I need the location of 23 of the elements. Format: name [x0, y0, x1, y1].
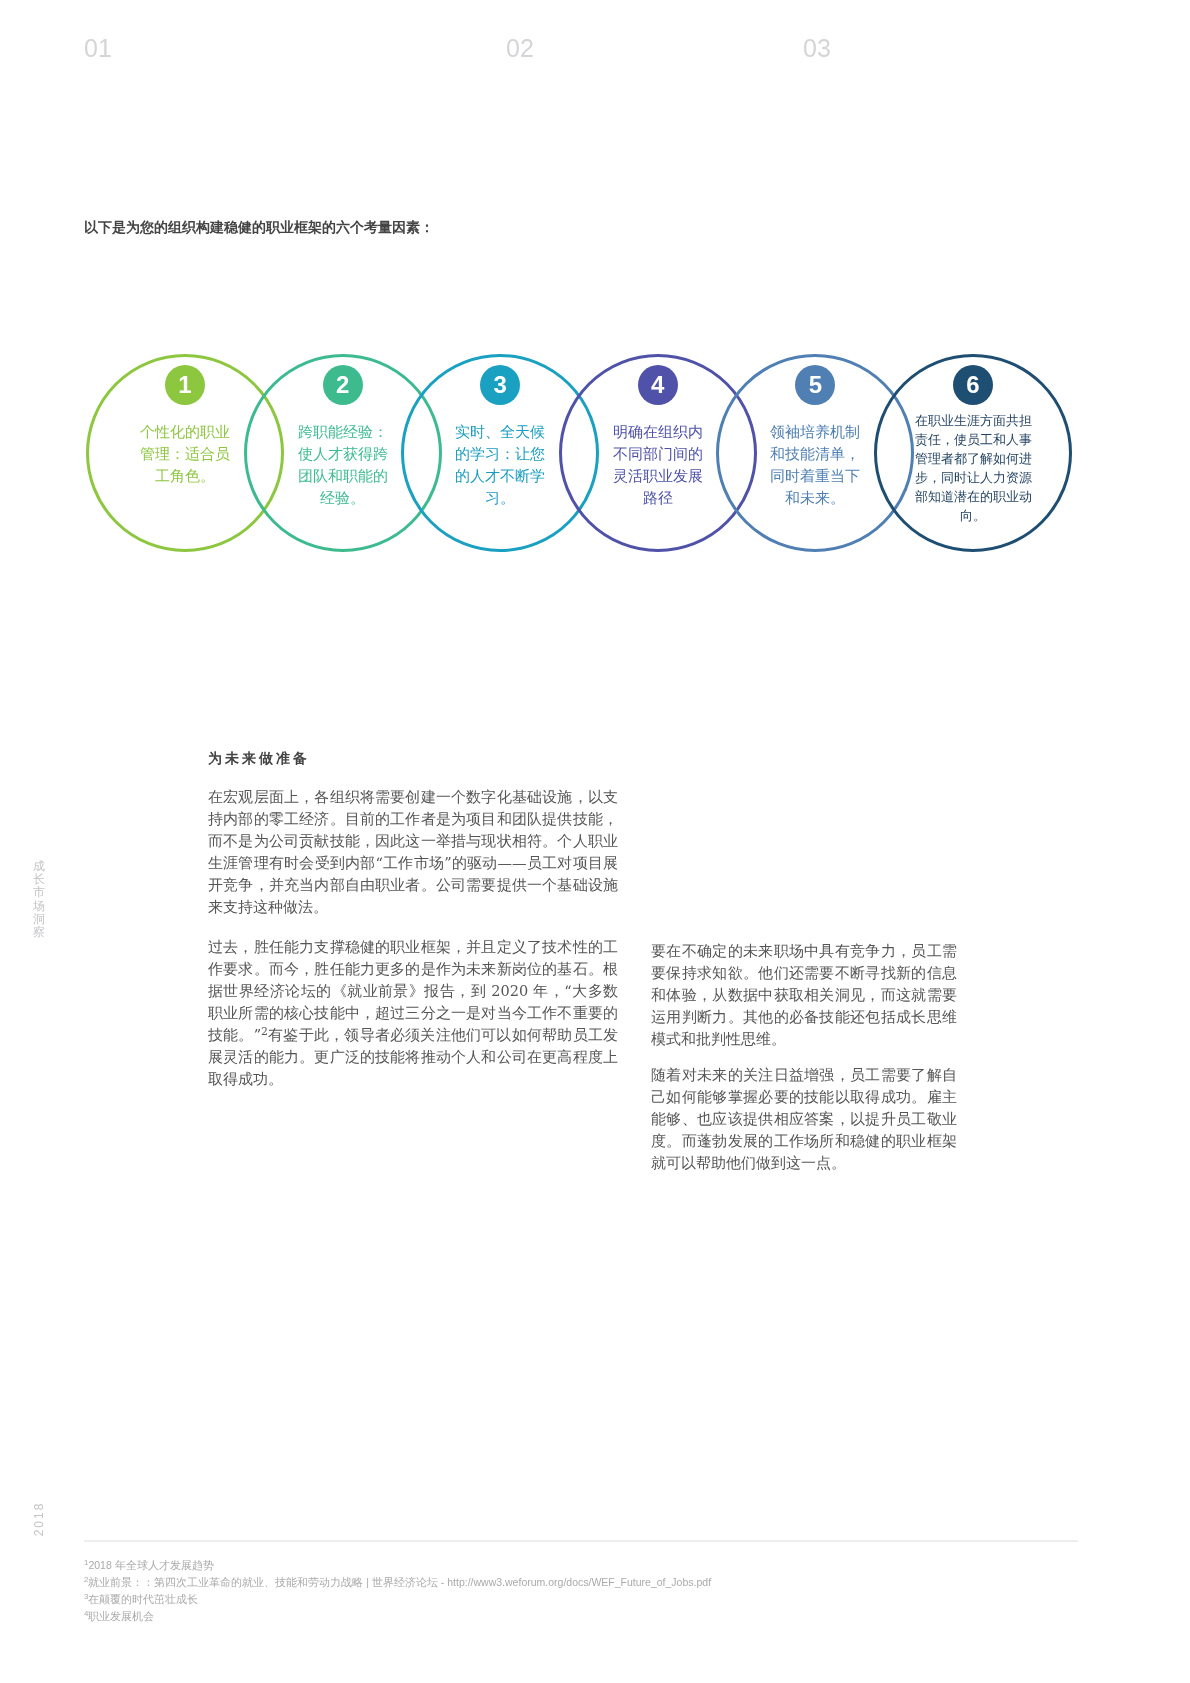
footnote: $^{2}$就业前景：：第四次工业革命的就业、技能和劳动力战略 | 世界经济论坛 - http://www3.weforum.org/docs/WEF_Future_of_Jobs.pdf — [84, 1575, 713, 1590]
footnote: $^{3}$在颠覆的时代茁壮成长 — [84, 1592, 200, 1607]
step-text: 实时、全天候的学习：让您的人才不断学习。 — [454, 422, 547, 509]
step-number-badge: 3 — [480, 365, 521, 405]
step-text: 跨职能经验：使人才获得跨团队和职能的经验。 — [296, 422, 389, 509]
step-number-badge: 2 — [322, 365, 363, 405]
step-number-badge: 1 — [165, 365, 205, 405]
step-text: 领袖培养机制和技能清单，同时着重当下和未来。 — [769, 422, 862, 509]
step-text: 个性化的职业管理：适合员工角色。 — [139, 422, 231, 487]
footnote: $^{1}$2018 年全球人才发展趋势 — [84, 1558, 215, 1573]
step-number-badge: 6 — [953, 365, 993, 405]
step-text: 明确在组织内不同部门间的灵活职业发展路径 — [611, 422, 704, 509]
step-text: 在职业生涯方面共担责任，使员工和人事管理者都了解如何进步，同时让人力资源部知道潜在的职业动向。 — [913, 412, 1033, 525]
side-year: 2018 — [31, 1501, 48, 1537]
intro-text: 以下是为您的组织构建稳健的职业框架的六个考量因素： — [84, 218, 434, 237]
step-number-badge: 5 — [795, 365, 836, 405]
body-paragraph: 在宏观层面上，各组织将需要创建一个数字化基础设施，以支持内部的零工经济。目前的工作者是为项目和团队提供技能，而不是为公司贡献技能，因此这一举措与现状相符。个人职业生涯管理有时会受到内部“工作市场”的驱动——员工对项目展开竞争，并充当内部自由职业者。公司需要提供一个基础设施来支持这种做法。 — [208, 788, 618, 917]
section-heading: 为未来做准备 — [208, 749, 310, 768]
footnote: $^{4}$职业发展机会 — [84, 1609, 156, 1624]
step-number-badge: 4 — [637, 365, 678, 405]
body-paragraph: 要在不确定的未来职场中具有竞争力，员工需要保持求知欲。他们还需要不断寻找新的信息和体验，从数据中获取相关洞见，而这就需要运用判断力。其他的必备技能还包括成长思维模式和批判性思维。 — [651, 942, 957, 1049]
body-paragraph: 过去，胜任能力支撑稳健的职业框架，并且定义了技术性的工作要求。而今，胜任能力更多的是作为未来新岗位的基石。根据世界经济论坛的《就业前景》报告，到 2020 年，“大多数职业所需的核心技能中，超过三分之一是对当今工作不重要的技能。”$^{2}$有鉴于此，领导者必须关注他们可以如何帮助员工发展灵活的能力。更广泛的技能将推动个人和公司在更高程度上取得成功。 — [208, 938, 618, 1089]
body-paragraph: 随着对未来的关注日益增强，员工需要了解自己如何能够掌握必要的技能以取得成功。雇主能够、也应该提供相应答案，以提升员工敬业度。而蓬勃发展的工作场所和稳健的职业框架就可以帮助他们做到这一点。 — [651, 1066, 957, 1173]
